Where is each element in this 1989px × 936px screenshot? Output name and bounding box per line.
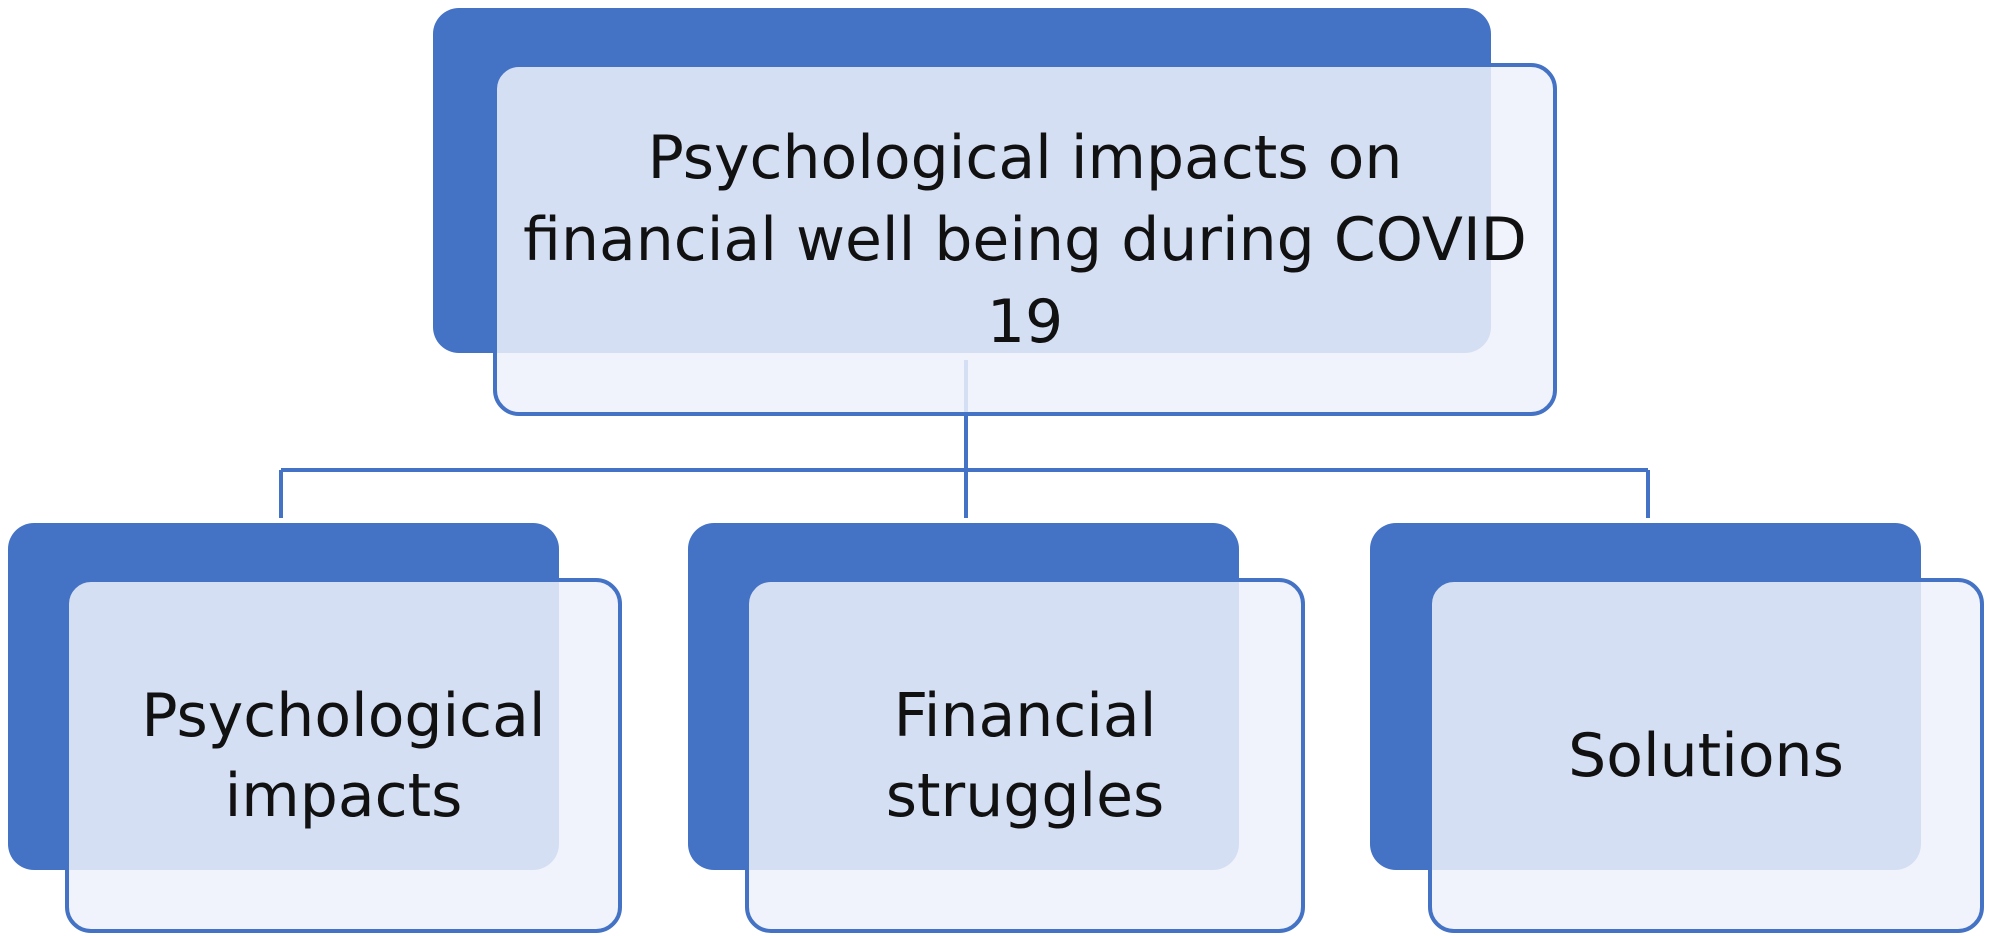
root-node-label: Psychological impacts on financial well … bbox=[523, 122, 1527, 357]
child-node-card: Solutions bbox=[1428, 578, 1984, 933]
child-node-label: Solutions bbox=[1568, 720, 1844, 791]
child-node-card: Financial struggles bbox=[745, 578, 1305, 933]
child-node-label: Financial struggles bbox=[885, 680, 1165, 831]
child-node-card: Psychological impacts bbox=[65, 578, 622, 933]
child-node-label: Psychological impacts bbox=[141, 680, 546, 831]
root-node-card: Psychological impacts on financial well … bbox=[493, 63, 1557, 416]
